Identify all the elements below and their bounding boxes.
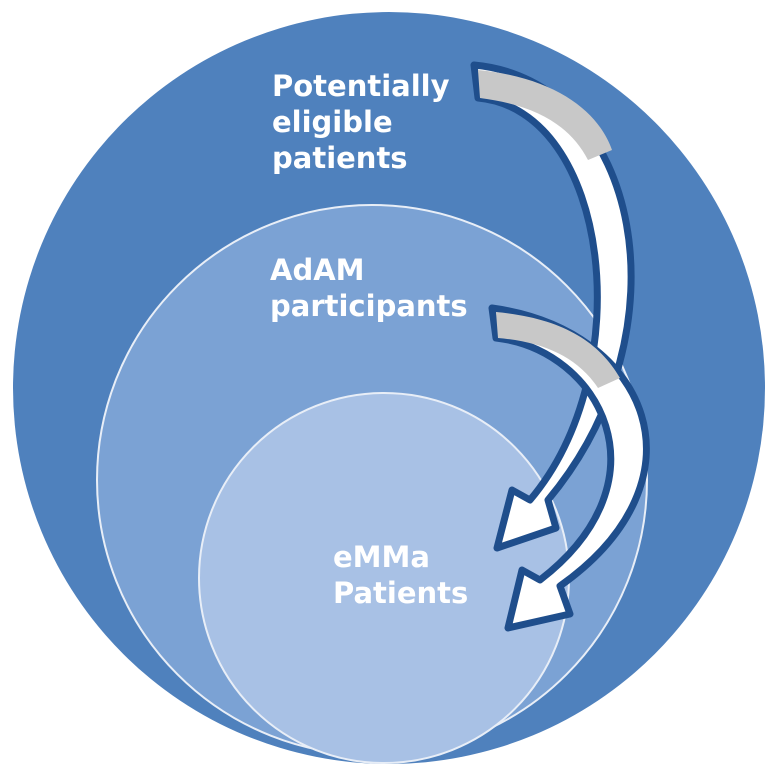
middle-label-line-1: AdAM [270, 253, 365, 287]
outer-label-line-2: eligible [272, 105, 393, 139]
arrow-middle-to-inner-tail [496, 312, 620, 388]
outer-label-line-1: Potentially [272, 69, 450, 103]
outer-circle-label: Potentially eligible patients [272, 69, 460, 175]
middle-circle-label: AdAM participants [270, 253, 468, 323]
arrow-outer-to-inner [470, 61, 635, 552]
inner-label-line-1: eMMa [333, 540, 430, 574]
arrow-middle-to-inner-shape [488, 304, 650, 632]
arrow-middle-to-inner [488, 304, 650, 632]
middle-label-line-2: participants [270, 289, 468, 323]
inner-label-line-2: Patients [333, 576, 468, 610]
arrow-outer-to-inner-tail [478, 70, 612, 160]
outer-label-line-3: patients [272, 141, 408, 175]
inner-circle-label: eMMa Patients [333, 540, 468, 610]
